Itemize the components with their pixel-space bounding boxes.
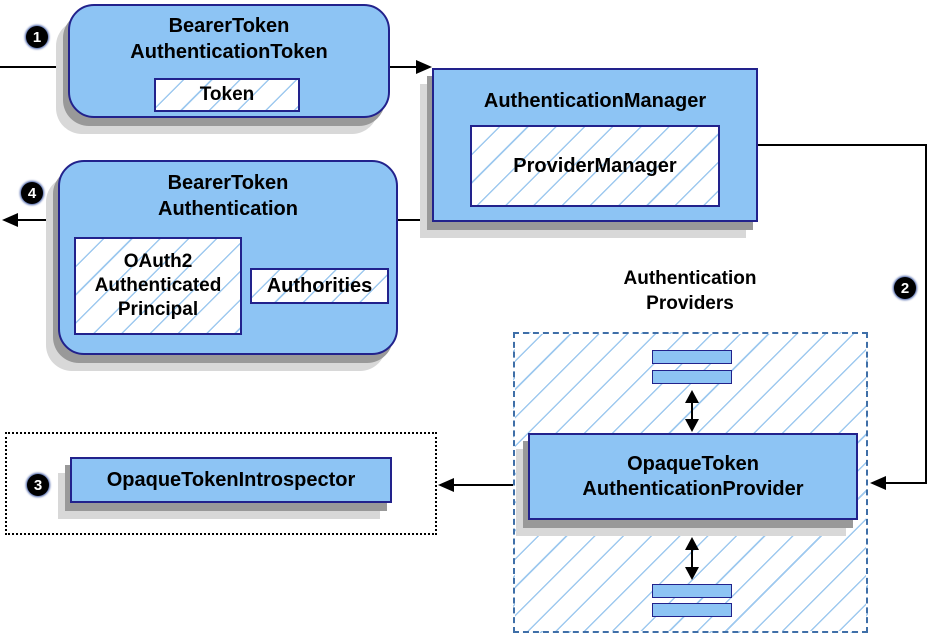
step4-badge: 4	[21, 182, 43, 204]
principal-line3: Principal	[117, 299, 199, 320]
connector-step2-horizontal	[758, 144, 927, 146]
bearer-token-authentication-token-title: BearerToken AuthenticationToken	[70, 13, 388, 65]
authentication-providers-label-line2: Providers	[646, 293, 734, 314]
arrowhead-down-icon	[685, 419, 699, 432]
authentication-manager-title: AuthenticationManager	[483, 90, 707, 112]
arrowhead-up-icon	[685, 390, 699, 403]
connector-step2-vertical	[925, 144, 927, 484]
authentication-manager-box: AuthenticationManager ProviderManager	[432, 68, 758, 222]
opaque-token-authentication-provider-line2: AuthenticationProvider	[582, 477, 804, 500]
authorities-chip: Authorities	[250, 268, 389, 304]
provider-stack-bar	[652, 584, 732, 598]
authentication-providers-label: Authentication Providers	[585, 266, 795, 316]
title-line2: Authentication	[158, 198, 298, 220]
arrowhead-right-icon	[416, 60, 432, 74]
double-arrow-line	[691, 394, 693, 428]
token-chip: Token	[154, 78, 300, 112]
provider-stack-bar	[652, 370, 732, 384]
principal-line1: OAuth2	[123, 251, 193, 272]
connector-step1-in	[0, 66, 68, 68]
opaque-token-authentication-provider-line1: OpaqueToken	[627, 452, 759, 475]
connector-manager-to-authentication	[398, 219, 432, 221]
double-arrow-line	[691, 541, 693, 571]
bearer-token-authentication-box: BearerToken Authentication OAuth2 Authen…	[58, 160, 398, 355]
connector-step2-into-provider	[884, 482, 927, 484]
opaque-token-introspector-box: OpaqueTokenIntrospector	[70, 457, 392, 503]
oauth2-authenticated-principal-chip: OAuth2 Authenticated Principal	[74, 237, 242, 335]
arrowhead-left-icon	[438, 478, 454, 492]
arrowhead-left-icon	[870, 476, 886, 490]
opaque-token-introspector-title: OpaqueTokenIntrospector	[106, 468, 356, 491]
provider-stack-bar	[652, 603, 732, 617]
title-line1: BearerToken	[167, 172, 289, 194]
opaque-token-authentication-provider-box: OpaqueToken AuthenticationProvider	[528, 433, 858, 520]
provider-manager-chip: ProviderManager	[470, 125, 720, 207]
step2-badge: 2	[894, 277, 916, 299]
introspector-dotted-region	[5, 432, 437, 535]
principal-line2: Authenticated	[94, 275, 222, 296]
connector-step4-out	[16, 219, 58, 221]
provider-stack-bar	[652, 350, 732, 364]
connector-token-to-manager	[388, 66, 418, 68]
title-line2: AuthenticationToken	[130, 41, 328, 63]
arrowhead-down-icon	[685, 567, 699, 580]
bearer-token-authentication-title: BearerToken Authentication	[60, 170, 396, 222]
arrowhead-up-icon	[685, 537, 699, 550]
step1-badge: 1	[26, 26, 48, 48]
connector-step3-to-introspector	[444, 484, 528, 486]
arrowhead-left-icon	[2, 213, 18, 227]
bearer-token-authentication-token-box: BearerToken AuthenticationToken Token	[68, 4, 390, 118]
title-line1: BearerToken	[168, 15, 290, 37]
step3-badge: 3	[27, 474, 49, 496]
authentication-providers-label-line1: Authentication	[623, 268, 757, 289]
